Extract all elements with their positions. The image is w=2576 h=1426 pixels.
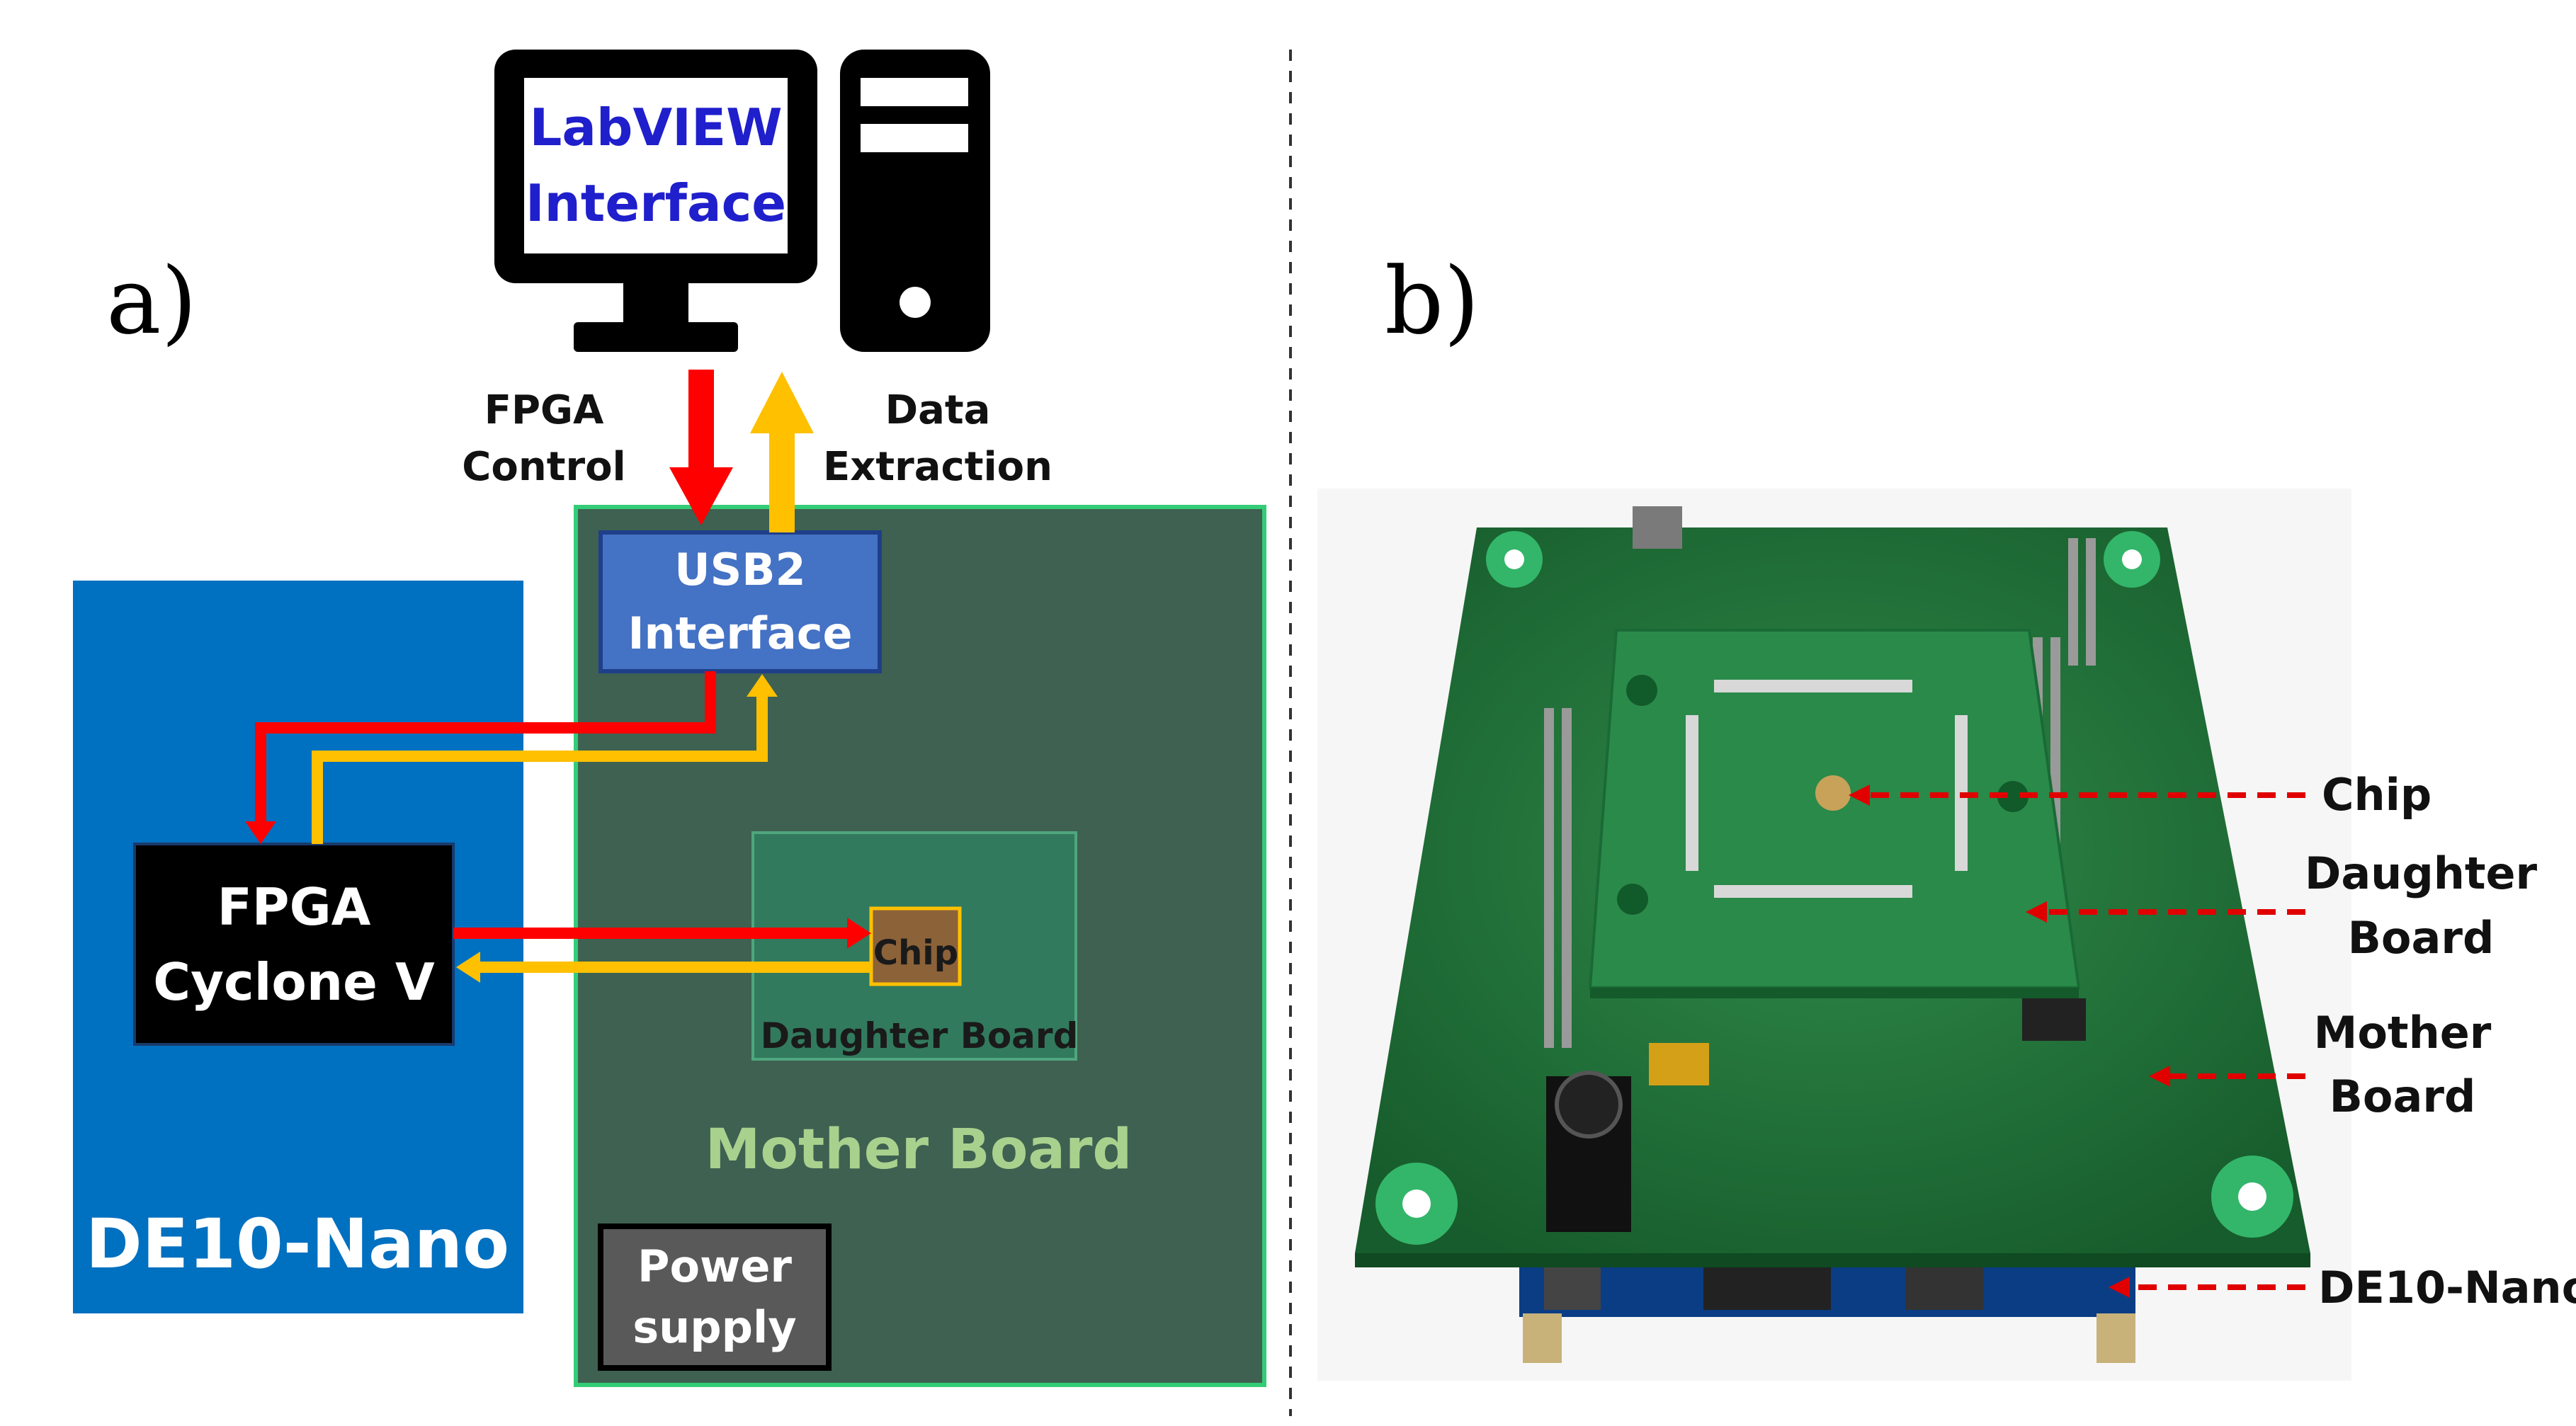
power-supply-block <box>598 1223 832 1371</box>
usb2-label-1: USB2 <box>674 544 805 595</box>
callout-mother-board: Mother Board <box>2149 1007 2492 1122</box>
panel-b: b) <box>1317 247 2576 1381</box>
interface-label: Interface <box>526 173 786 233</box>
callout-mother-label-2: Board <box>2330 1071 2476 1122</box>
callout-daughter-board: Daughter Board <box>2026 848 2538 964</box>
callout-daughter-label-2: Board <box>2348 912 2495 964</box>
callout-daughter-label-1: Daughter <box>2305 848 2538 899</box>
callout-chip-label: Chip <box>2322 769 2432 821</box>
chip-label: Chip <box>873 933 958 973</box>
chip-block <box>869 906 962 986</box>
usb2-label-2: Interface <box>628 608 852 659</box>
daughter-board-label: Daughter Board <box>761 1015 1079 1056</box>
board-photo <box>1317 489 2351 1381</box>
power-supply-label-2: supply <box>632 1301 796 1353</box>
panel-b-label: b) <box>1385 247 1480 355</box>
callout-de10-nano: DE10-Nano <box>2109 1262 2576 1313</box>
panel-a-label: a) <box>106 247 197 355</box>
data-extraction-label-2: Extraction <box>823 444 1052 490</box>
de10-nano-label: DE10-Nano <box>86 1204 509 1284</box>
fpga-chip-arrows <box>453 918 871 983</box>
usb2-interface-block <box>598 530 882 673</box>
labview-label: LabVIEW <box>529 98 782 157</box>
panel-a: a) LabVIEW Interface FPGA Control Data E… <box>73 50 1266 1387</box>
pc-usb-arrows <box>669 370 814 532</box>
callout-mother-label-1: Mother <box>2314 1007 2492 1059</box>
usb-fpga-arrows <box>245 671 778 844</box>
power-supply-label-1: Power <box>637 1240 792 1292</box>
callout-chip: Chip <box>1849 769 2432 821</box>
callout-de10-label: DE10-Nano <box>2318 1262 2576 1313</box>
computer-tower-icon <box>840 50 990 352</box>
mother-board-label: Mother Board <box>705 1118 1133 1182</box>
data-extraction-label-1: Data <box>885 387 991 433</box>
monitor-icon: LabVIEW Interface <box>494 50 817 352</box>
fpga-label-1: FPGA <box>217 877 371 937</box>
fpga-control-label-2: Control <box>462 444 626 490</box>
fpga-control-label-1: FPGA <box>484 387 604 433</box>
fpga-label-2: Cyclone V <box>153 952 435 1012</box>
fpga-block <box>133 843 455 1046</box>
